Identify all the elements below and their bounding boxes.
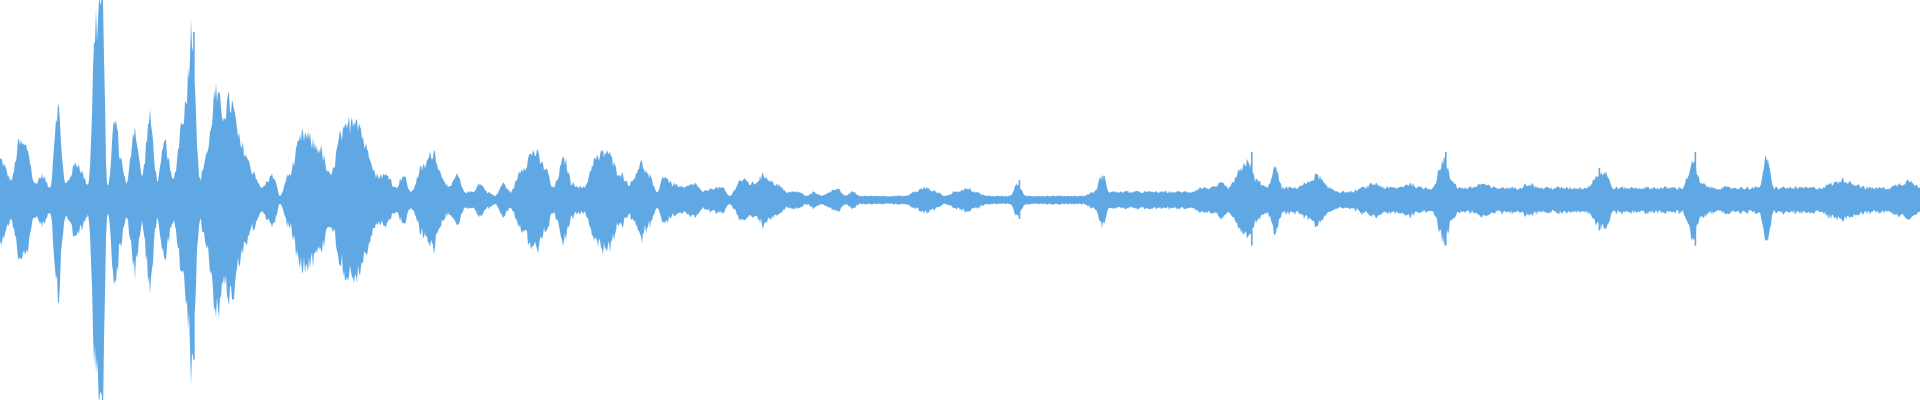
- waveform-spikes: [101, 8, 1768, 383]
